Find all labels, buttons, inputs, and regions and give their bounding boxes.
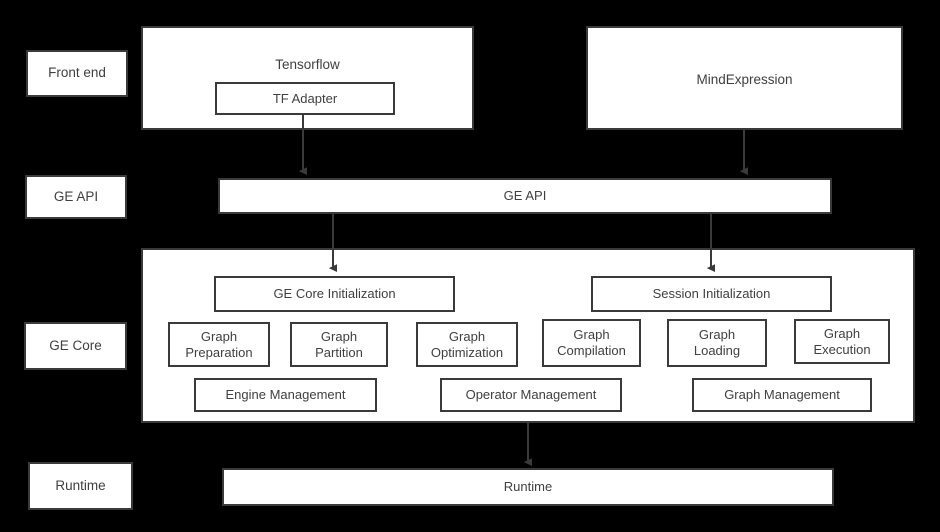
tensorflow-container: Tensorflow TF Adapter (141, 26, 474, 130)
graph-execution-box: Graph Execution (794, 319, 890, 364)
ge-api-bar: GE API (218, 178, 832, 214)
layer-label-runtime: Runtime (28, 462, 133, 510)
runtime-bar: Runtime (222, 468, 834, 506)
graph-compilation-box: Graph Compilation (542, 319, 641, 367)
session-initialization-box: Session Initialization (591, 276, 832, 312)
ge-core-initialization-box: GE Core Initialization (214, 276, 455, 312)
ge-core-container: GE Core Initialization Session Initializ… (141, 248, 915, 423)
layer-label-front-end: Front end (26, 50, 128, 97)
graph-preparation-box: Graph Preparation (168, 322, 270, 367)
graph-management-box: Graph Management (692, 378, 872, 412)
mindexpression-title: MindExpression (696, 72, 793, 87)
graph-partition-box: Graph Partition (290, 322, 388, 367)
mindexpression-container: MindExpression (586, 26, 903, 130)
layer-label-ge-api: GE API (25, 175, 127, 219)
layer-label-ge-core: GE Core (24, 322, 127, 370)
graph-optimization-box: Graph Optimization (416, 322, 518, 367)
tf-adapter-box: TF Adapter (215, 82, 395, 115)
operator-management-box: Operator Management (440, 378, 622, 412)
graph-loading-box: Graph Loading (667, 319, 767, 367)
engine-management-box: Engine Management (194, 378, 377, 412)
tensorflow-title: Tensorflow (275, 57, 340, 72)
